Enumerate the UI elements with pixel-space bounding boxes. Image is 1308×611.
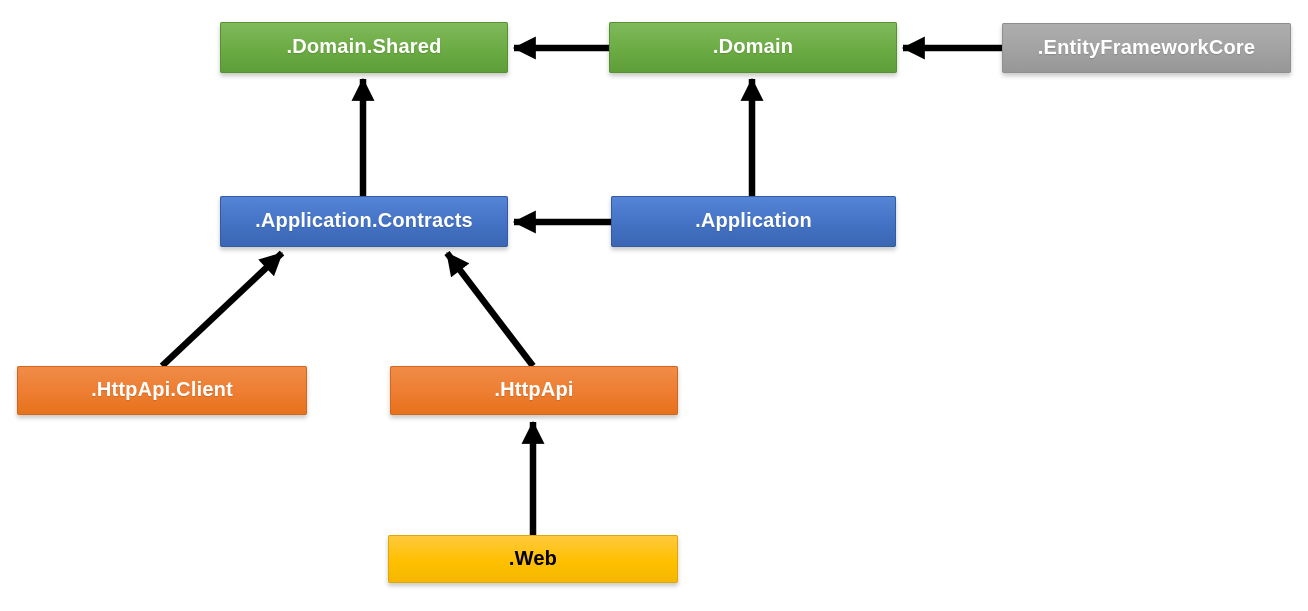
node-domain: .Domain xyxy=(609,22,897,73)
node-web: .Web xyxy=(388,535,678,583)
node-httpapi-client: .HttpApi.Client xyxy=(17,366,307,415)
node-httpapi: .HttpApi xyxy=(390,366,678,415)
arrow-httpapi-client-to-application-contracts xyxy=(159,250,285,369)
node-application-contracts: .Application.Contracts xyxy=(220,196,508,247)
node-domain-shared: .Domain.Shared xyxy=(220,22,508,73)
arrow-httpapi-to-application-contracts xyxy=(444,251,536,368)
node-entity-framework-core: .EntityFrameworkCore xyxy=(1002,23,1291,73)
node-application: .Application xyxy=(611,196,896,247)
